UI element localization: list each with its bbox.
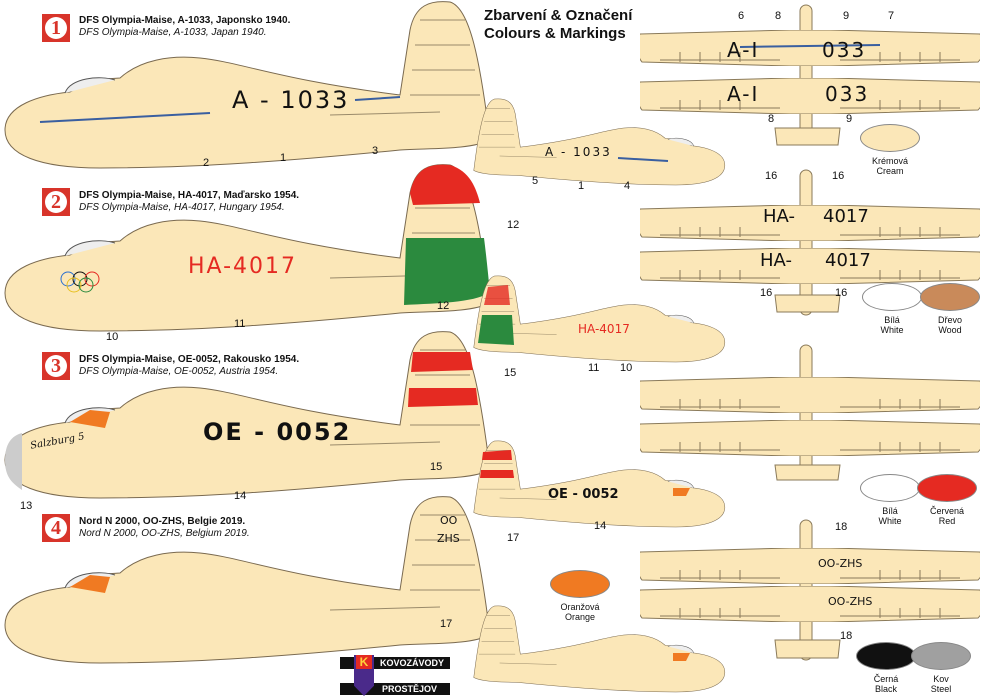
fin-text-line2: ZHS <box>437 532 460 545</box>
callout: 18 <box>840 630 853 642</box>
callout: 11 <box>588 362 600 374</box>
top-under-left-2: HA- <box>760 250 792 271</box>
top-reg-left-2: HA- <box>763 206 795 227</box>
callout: 9 <box>843 10 850 22</box>
side-small-3 <box>473 440 726 528</box>
top-view-4 <box>640 519 980 661</box>
top-view-1 <box>640 4 980 146</box>
registration-small-2: HA-4017 <box>578 322 630 336</box>
profile-3 <box>0 330 500 500</box>
callout: 11 <box>234 318 246 330</box>
side-small-1 <box>473 98 726 186</box>
profile-4 <box>0 495 500 665</box>
top-view-2 <box>640 169 980 316</box>
scheme-caption-4: Nord N 2000, OO-ZHS, Belgie 2019.Nord N … <box>79 516 250 539</box>
registration-small-3: OE - 0052 <box>548 487 619 502</box>
callout: 3 <box>372 145 379 157</box>
registration-3: OE - 0052 <box>203 418 352 446</box>
callout: 12 <box>507 219 520 231</box>
top-under-right-1: 033 <box>825 82 870 106</box>
callout: 10 <box>106 331 119 343</box>
callout: 4 <box>624 180 631 192</box>
top-under-left-1: A-I <box>727 82 760 106</box>
fin-text-line1: OO <box>440 514 458 527</box>
registration-small-1: A - 1033 <box>545 145 612 159</box>
profile-1 <box>0 0 500 170</box>
scheme-badge-1: 1 <box>42 14 70 42</box>
side-small-4 <box>473 605 726 693</box>
callout: 15 <box>504 367 517 379</box>
callout: 14 <box>234 490 247 502</box>
callout: 13 <box>20 500 33 512</box>
callout: 15 <box>430 461 443 473</box>
callout: 1 <box>578 180 585 192</box>
scheme-caption-3: DFS Olympia-Maise, OE-0052, Rakousko 195… <box>79 354 300 377</box>
callout: 18 <box>835 521 848 533</box>
scheme-badge-2: 2 <box>42 188 70 216</box>
callout: 16 <box>765 170 778 182</box>
top-reg-left-1: A-I <box>727 38 760 62</box>
callout: 12 <box>437 300 450 312</box>
callout: 6 <box>738 10 745 22</box>
callout: 7 <box>888 10 895 22</box>
callout: 16 <box>835 287 848 299</box>
callout: 16 <box>760 287 773 299</box>
profile-2 <box>0 163 500 333</box>
top-under-reg-4: OO-ZHS <box>828 595 873 608</box>
callout: 10 <box>620 362 633 374</box>
scheme-badge-3: 3 <box>42 352 70 380</box>
callout: 5 <box>532 175 539 187</box>
callout: 1 <box>280 152 287 164</box>
callout: 9 <box>846 113 853 125</box>
callout: 17 <box>440 618 453 630</box>
callout: 17 <box>507 532 520 544</box>
scheme-caption-1: DFS Olympia-Maise, A-1033, Japonsko 1940… <box>79 15 291 38</box>
top-reg-4: OO-ZHS <box>818 557 863 570</box>
scheme-caption-2: DFS Olympia-Maise, HA-4017, Maďarsko 195… <box>79 190 300 213</box>
top-under-right-2: 4017 <box>825 250 871 271</box>
callout: 8 <box>768 113 775 125</box>
kovozavody-logo: K KOVOZÁVODY PROSTĚJOV <box>340 655 450 696</box>
top-reg-right-2: 4017 <box>823 206 869 227</box>
callout: 8 <box>775 10 782 22</box>
callout: 2 <box>203 157 210 169</box>
callout: 16 <box>832 170 845 182</box>
registration-2: HA-4017 <box>188 254 298 279</box>
registration-1: A - 1033 <box>232 86 350 114</box>
side-small-2 <box>473 275 726 363</box>
top-view-3 <box>640 344 980 481</box>
callout: 14 <box>594 520 607 532</box>
top-reg-right-1: 033 <box>822 38 867 62</box>
scheme-badge-4: 4 <box>42 514 70 542</box>
